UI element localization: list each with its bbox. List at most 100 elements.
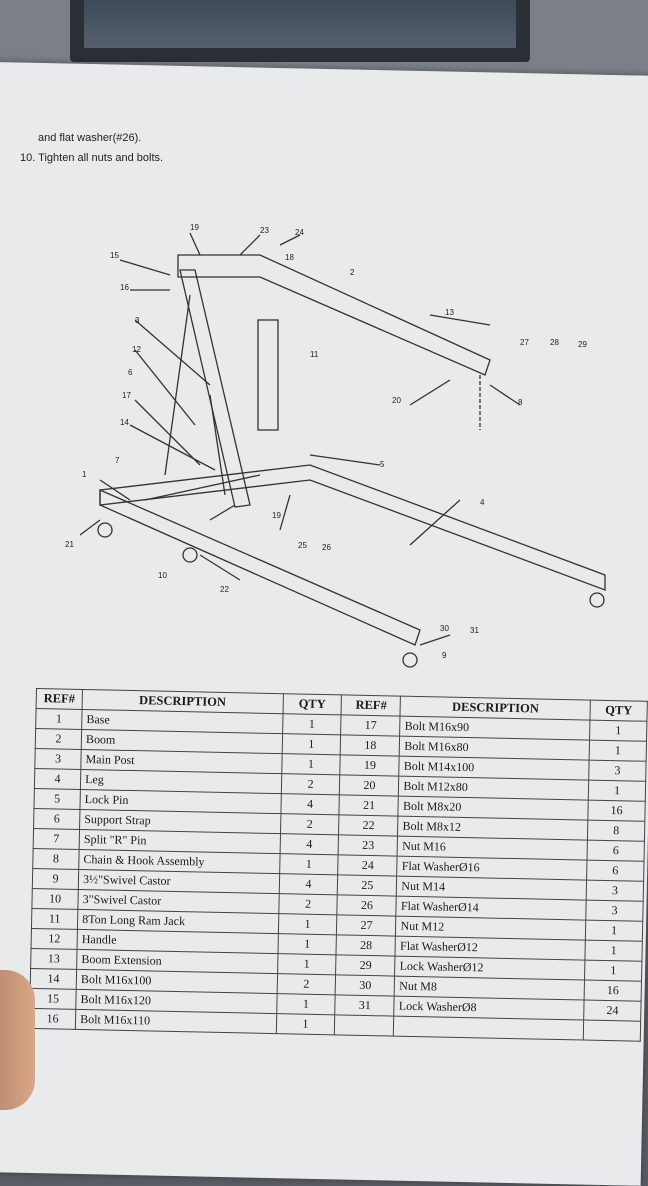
parts-table: REF# DESCRIPTION QTY REF# DESCRIPTION QT…: [29, 688, 648, 1042]
callout-28: 28: [550, 338, 559, 347]
engine-crane-diagram: 19 23 24 15 18 16 2 3 13 11 12 27 28 29 …: [65, 223, 606, 668]
cell-ref-2: 18: [340, 734, 400, 757]
cell-ref: 13: [30, 948, 78, 970]
callout-13: 13: [445, 308, 454, 317]
cell-ref: 6: [33, 808, 81, 830]
castor-4: [589, 592, 605, 608]
cell-qty: 1: [279, 853, 339, 875]
cell-ref: 9: [32, 868, 79, 890]
base-crossbar: [144, 474, 261, 501]
callout-2: 2: [350, 268, 355, 277]
cell-qty-2: 6: [586, 860, 645, 882]
callout-10: 10: [158, 571, 167, 580]
cell-ref: 4: [34, 768, 81, 790]
callout-17: 17: [122, 391, 131, 400]
callout-27: 27: [520, 338, 529, 347]
castor-3: [402, 652, 418, 668]
cell-qty: 4: [280, 793, 340, 815]
cell-ref-2: 21: [339, 794, 399, 817]
instruction-line-1: and flat washer(#26).: [38, 132, 142, 144]
callout-24: 24: [295, 228, 304, 237]
cell-ref-2: 25: [337, 874, 398, 897]
cell-ref-2: 24: [338, 854, 398, 877]
castor-1: [97, 522, 113, 538]
cell-ref-2: 23: [338, 834, 398, 857]
header-qty: QTY: [282, 693, 342, 715]
leg-left: [99, 489, 421, 646]
cell-ref-2: 19: [340, 754, 400, 777]
cell-ref: 3: [34, 748, 82, 770]
thumb: [0, 970, 35, 1110]
cell-qty-2: 8: [587, 820, 645, 842]
cell-qty-2: [583, 1020, 641, 1042]
callout-8: 8: [518, 398, 523, 407]
cell-qty: 1: [281, 733, 342, 755]
cell-ref: 7: [33, 828, 80, 850]
cell-ref-2: 29: [336, 954, 396, 977]
cell-ref-2: 20: [339, 774, 400, 797]
cell-ref-2: 22: [338, 814, 399, 837]
cell-description: Bolt M16x110: [75, 1009, 277, 1034]
cell-ref: 2: [35, 728, 82, 750]
cell-ref: 16: [29, 1008, 76, 1030]
cell-qty-2: 16: [587, 800, 646, 822]
cell-qty: 2: [280, 773, 341, 795]
cell-ref: 10: [31, 888, 79, 910]
cell-qty-2: 3: [588, 760, 647, 782]
cell-qty: 1: [277, 913, 338, 935]
callout-19b: 19: [272, 511, 281, 520]
callout-30: 30: [440, 624, 449, 633]
cell-ref: 1: [35, 708, 83, 730]
cell-qty-2: 1: [589, 740, 647, 762]
cell-qty: 1: [281, 753, 341, 775]
handle: [209, 394, 226, 496]
callout-26: 26: [322, 543, 331, 552]
cell-qty-2: 3: [585, 900, 644, 922]
callout-15: 15: [110, 251, 119, 260]
cell-ref: 14: [30, 968, 77, 990]
header-ref: REF#: [36, 688, 83, 710]
cell-ref: 5: [33, 788, 81, 810]
header-qty-2: QTY: [590, 700, 648, 722]
callout-6: 6: [128, 368, 133, 377]
callout-3: 3: [135, 316, 140, 325]
cell-qty: 1: [275, 1013, 336, 1035]
callout-22: 22: [220, 585, 229, 594]
cell-qty-2: 1: [584, 960, 642, 982]
callout-5: 5: [380, 460, 385, 469]
callout-25: 25: [298, 541, 307, 550]
cell-ref: 11: [31, 908, 78, 930]
cell-description-2: [393, 1016, 584, 1041]
cell-ref-2: 26: [337, 894, 397, 917]
leg-right: [99, 464, 606, 591]
callout-11: 11: [310, 350, 319, 359]
cell-qty-2: 1: [588, 780, 646, 802]
cell-qty-2: 24: [583, 1000, 642, 1022]
castor-2: [182, 547, 198, 563]
cell-qty: 2: [276, 973, 337, 995]
cell-qty: 2: [280, 813, 340, 835]
cell-ref-2: 17: [341, 714, 401, 737]
callout-20: 20: [392, 396, 401, 405]
callout-14: 14: [120, 418, 129, 427]
cell-ref-2: 28: [336, 934, 396, 957]
header-ref-2: REF#: [341, 694, 401, 717]
monitor: [70, 0, 530, 62]
main-post: [179, 269, 251, 508]
cell-qty: 1: [282, 713, 342, 735]
callout-9: 9: [442, 651, 447, 660]
callout-19: 19: [190, 223, 199, 232]
callout-31: 31: [470, 626, 479, 635]
support-strap: [164, 294, 191, 476]
cell-ref-2: 27: [336, 914, 397, 937]
cell-qty-2: 1: [585, 940, 643, 962]
cell-qty: 2: [278, 893, 338, 915]
cell-qty: 4: [279, 833, 339, 855]
cell-qty-2: 1: [589, 720, 647, 742]
callout-1: 1: [82, 470, 87, 479]
cell-qty-2: 6: [587, 840, 645, 862]
monitor-screen: [84, 0, 516, 48]
boom: [177, 254, 491, 376]
cell-qty: 1: [276, 993, 336, 1015]
callout-4: 4: [480, 498, 485, 507]
